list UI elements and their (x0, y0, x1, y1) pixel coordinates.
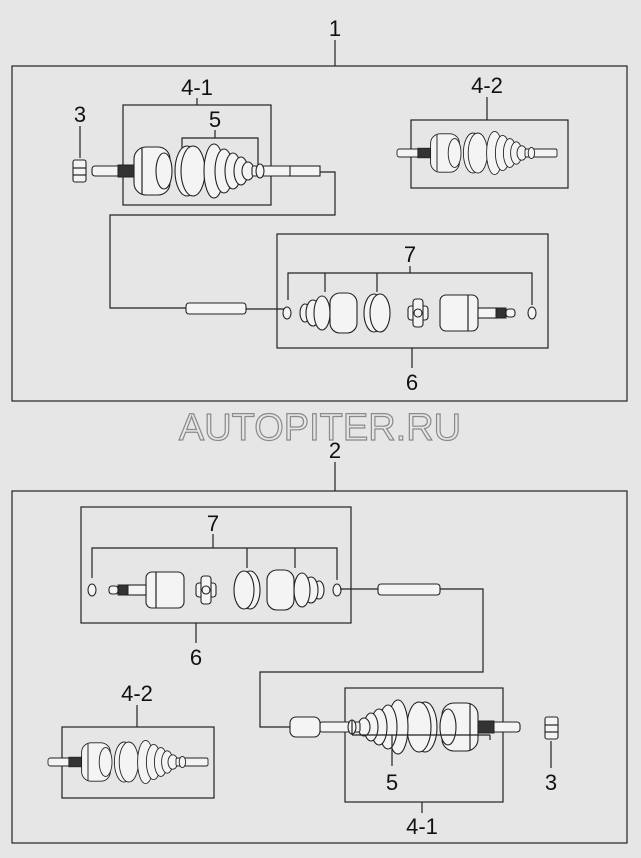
label-5: 5 (209, 107, 221, 132)
label-4-1: 4-1 (181, 75, 213, 100)
outer-joint-alt-assembly (396, 130, 558, 176)
inner-boot-kit-bracket (287, 266, 533, 305)
inner-housing-end (289, 716, 321, 738)
lower-frame (11, 490, 628, 844)
boot-kit-bracket (181, 130, 259, 168)
outer-joint-box (344, 687, 504, 803)
outer-joint-alt-assembly (47, 739, 209, 785)
lower-assembly: 2 7 6 5 4-1 3 4-2 (11, 438, 628, 844)
label-3: 3 (545, 770, 557, 795)
inner-boot-kit-bracket (91, 534, 338, 580)
label-1: 1 (329, 16, 341, 41)
outer-joint-assembly (319, 699, 521, 755)
inner-joint-parts (87, 569, 342, 611)
hub-nut (544, 716, 559, 740)
inner-joint-parts (282, 292, 537, 334)
label-4-2: 4-2 (471, 73, 503, 98)
outer-joint-assembly (91, 143, 293, 199)
outer-joint-box (122, 104, 272, 206)
boot-kit-bracket (351, 720, 491, 766)
label-7: 7 (207, 511, 219, 536)
label-6: 6 (190, 645, 202, 670)
label-2: 2 (329, 438, 341, 463)
label-4-2: 4-2 (121, 681, 153, 706)
upper-assembly: 1 4-1 5 3 4-2 7 6 (11, 16, 628, 402)
shaft-segment (377, 583, 441, 596)
upper-frame (11, 65, 628, 402)
connector-line (259, 588, 484, 728)
inner-joint-box (80, 506, 352, 624)
label-5: 5 (386, 770, 398, 795)
label-3: 3 (74, 102, 86, 127)
shaft-segment (185, 302, 247, 315)
label-6: 6 (406, 370, 418, 395)
label-4-1: 4-1 (406, 814, 438, 839)
drive-shaft (289, 165, 321, 177)
watermark: AUTOPITER.RU (179, 407, 461, 449)
connector-line (109, 171, 336, 309)
hub-nut (72, 159, 87, 183)
label-7: 7 (404, 242, 416, 267)
